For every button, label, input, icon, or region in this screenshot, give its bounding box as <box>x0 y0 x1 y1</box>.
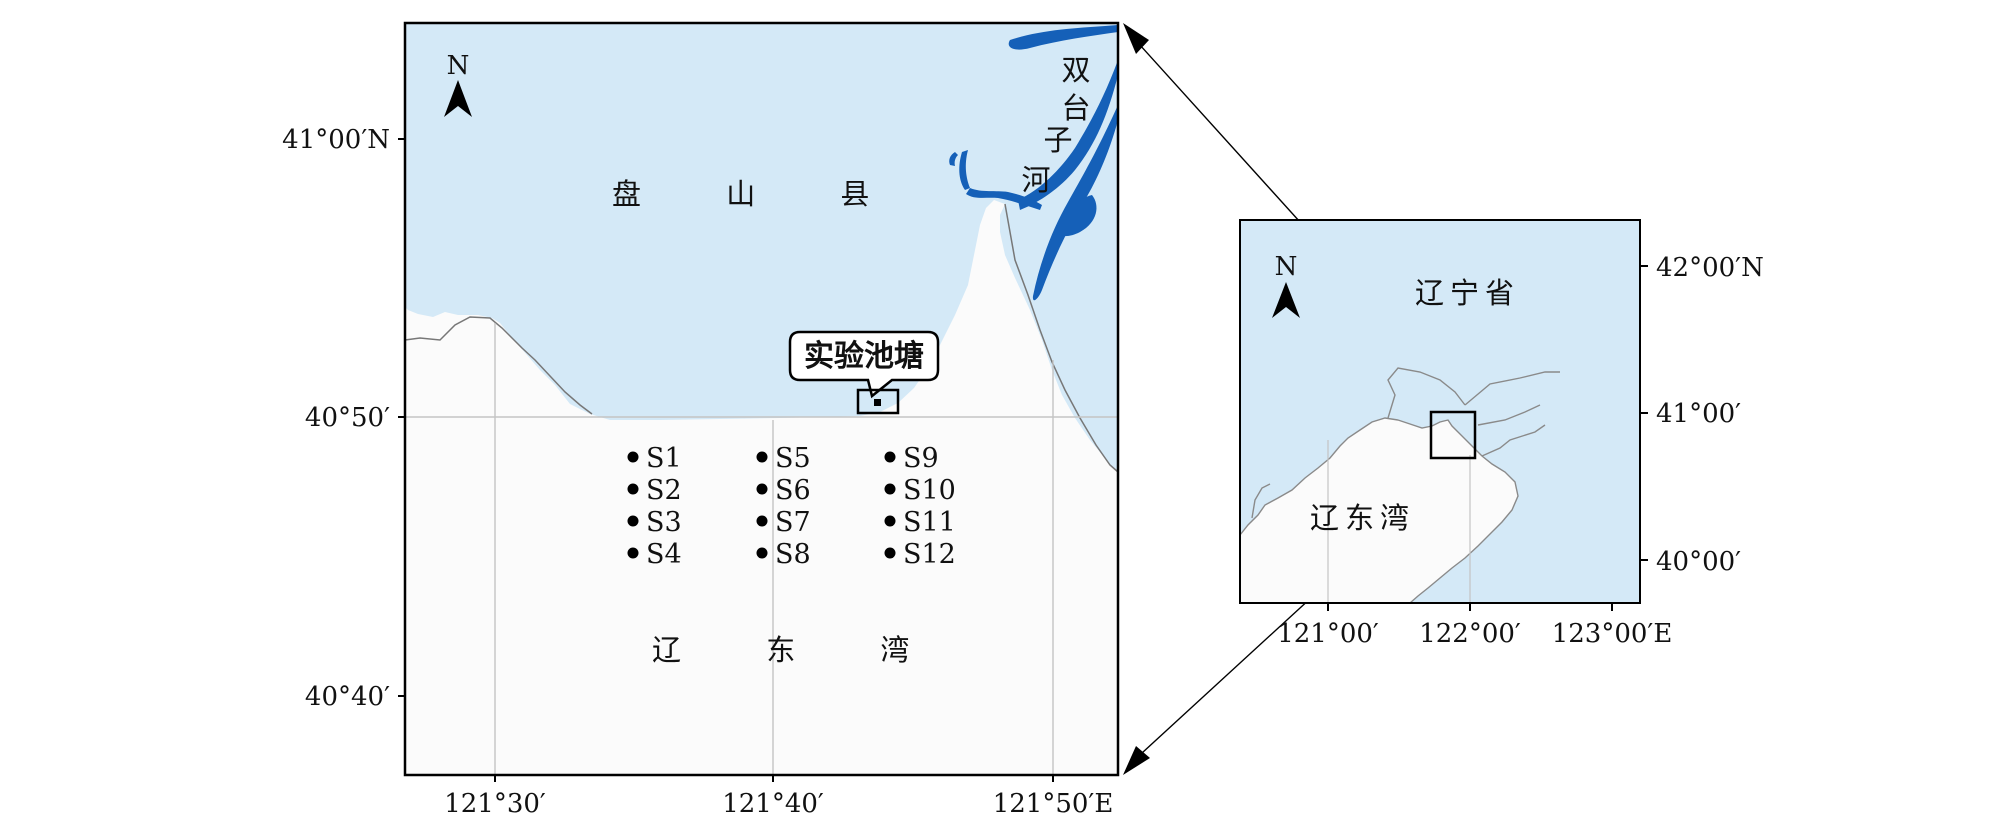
main-map: 41°00′N 40°50′ 40°40′ 121°30′ 121°40′ 12… <box>282 21 1120 819</box>
lon-label-12150e: 121°50′E <box>993 789 1114 819</box>
inset-lon-label-123e: 123°00′E <box>1552 619 1673 649</box>
station-marker-s11 <box>884 515 896 527</box>
inset-north-label: N <box>1275 252 1298 282</box>
river-tributary-2 <box>949 152 958 166</box>
lat-label-4050: 40°50′ <box>305 403 390 433</box>
pond-location-marker <box>874 399 881 406</box>
station-marker-s10 <box>884 483 896 495</box>
river-west-branch <box>966 188 1042 210</box>
station-marker-s2 <box>627 483 639 495</box>
station-marker-s4 <box>627 547 639 559</box>
inset-river-west <box>1251 483 1271 519</box>
zoom-arrowhead-bottom <box>1123 746 1150 775</box>
inset-lat-label-40: 40°00′ <box>1656 547 1741 577</box>
river-north-channel <box>1008 25 1118 50</box>
lat-label-4040: 40°40′ <box>305 682 390 712</box>
station-label-s1: S1 <box>646 443 682 474</box>
station-label-s11: S11 <box>903 507 956 538</box>
inset-river-south <box>1481 424 1546 457</box>
station-marker-s3 <box>627 515 639 527</box>
river-tributary-1 <box>959 150 970 190</box>
main-graticule <box>405 323 1118 775</box>
station-label-s4: S4 <box>646 539 682 570</box>
main-north-label: N <box>447 51 470 81</box>
station-label-s5: S5 <box>775 443 811 474</box>
north-arrow-icon <box>444 80 472 117</box>
lon-label-12140: 121°40′ <box>722 789 824 819</box>
pond-callout: 实验池塘 <box>788 330 940 415</box>
coastline-west <box>404 316 593 415</box>
shuangtaizi-river <box>949 25 1118 301</box>
inset-lat-label-41: 41°00′ <box>1656 399 1741 429</box>
station-label-s2: S2 <box>646 475 682 506</box>
station-marker-s7 <box>756 515 768 527</box>
station-label-s7: S7 <box>775 507 811 538</box>
liaodong-bay-label: 辽 东 湾 <box>652 633 947 667</box>
river-delta-island <box>1055 195 1097 237</box>
inset-study-area-box <box>1429 410 1477 460</box>
pond-callout-bubble <box>788 330 940 399</box>
inset-river-daliao <box>1477 404 1541 426</box>
lat-label-4100n: 41°00′N <box>282 125 390 155</box>
inset-north-arrow: N <box>1272 252 1300 318</box>
inset-river-east <box>1464 371 1560 406</box>
station-marker-s5 <box>756 451 768 463</box>
station-label-s6: S6 <box>775 475 811 506</box>
river-label-char-3: 子 <box>1043 123 1072 157</box>
station-label-s9: S9 <box>903 443 939 474</box>
main-land-area <box>405 23 1118 472</box>
river-label-char-1: 双 <box>1061 53 1090 87</box>
inset-graticule <box>1327 440 1471 603</box>
river-label-char-4: 河 <box>1021 163 1050 197</box>
station-label-s3: S3 <box>646 507 682 538</box>
station-marker-s12 <box>884 547 896 559</box>
inset-map: 42°00′N 41°00′ 40°00′ 121°00′ 122°00′ 12… <box>1239 219 1764 649</box>
main-axis-ticks <box>398 138 1054 782</box>
station-marker-s9 <box>884 451 896 463</box>
river-label-char-2: 台 <box>1061 91 1090 125</box>
station-marker-s6 <box>756 483 768 495</box>
inset-lat-label-42n: 42°00′N <box>1656 253 1764 283</box>
station-marker-s8 <box>756 547 768 559</box>
inset-sea-area <box>1240 418 1518 603</box>
river-label: 双 台 子 河 <box>1021 53 1090 197</box>
inset-north-arrow-icon <box>1272 282 1300 318</box>
inset-river-liao <box>1387 367 1466 419</box>
inset-axis-ticks <box>1327 265 1648 611</box>
inset-lon-label-121: 121°00′ <box>1277 619 1379 649</box>
pond-location-box <box>856 388 900 415</box>
station-label-s12: S12 <box>903 539 956 570</box>
inset-coastline <box>1239 417 1519 604</box>
inset-liaodong-bay-label: 辽东湾 <box>1310 501 1415 535</box>
station-label-s10: S10 <box>903 475 956 506</box>
river-east-channel <box>1032 105 1118 301</box>
liaoning-province-label: 辽宁省 <box>1415 276 1520 310</box>
station-marker-s1 <box>627 451 639 463</box>
zoom-arrowhead-top <box>1123 23 1149 54</box>
inset-lon-label-122: 122°00′ <box>1419 619 1521 649</box>
panshan-county-label: 盘 山 县 <box>612 177 907 211</box>
station-label-s8: S8 <box>775 539 811 570</box>
main-map-frame <box>403 21 1120 777</box>
inset-map-frame <box>1239 219 1641 604</box>
pond-callout-label: 实验池塘 <box>804 339 924 374</box>
coastline-east <box>1004 203 1119 473</box>
river-main-channel <box>1018 60 1118 210</box>
lon-label-12130: 121°30′ <box>444 789 546 819</box>
main-north-arrow: N <box>444 51 472 117</box>
